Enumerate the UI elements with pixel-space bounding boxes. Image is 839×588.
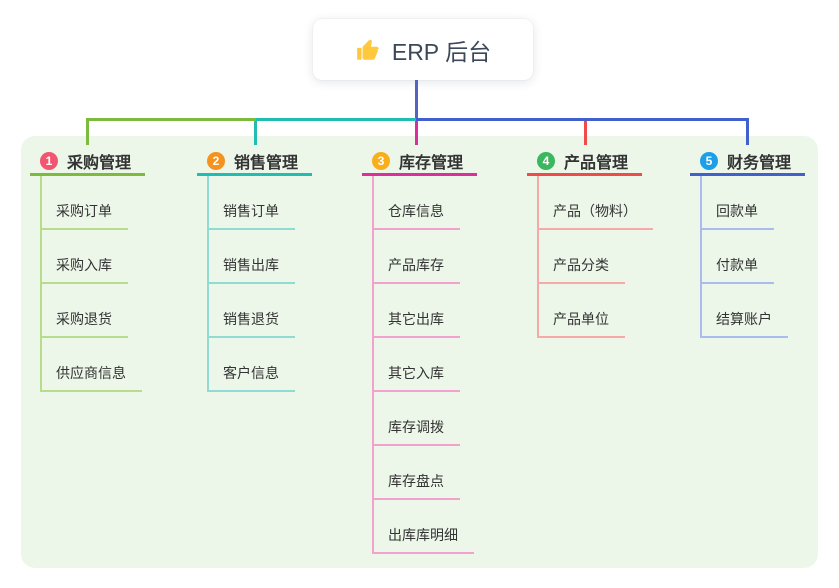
child-node[interactable]: 付款单 bbox=[702, 230, 774, 284]
child-node[interactable]: 库存盘点 bbox=[374, 446, 460, 500]
branch-finance-header[interactable]: 5 财务管理 bbox=[690, 148, 805, 176]
root-node[interactable]: ERP 后台 bbox=[313, 19, 533, 80]
child-node[interactable]: 销售订单 bbox=[209, 176, 295, 230]
branch-number-badge: 1 bbox=[40, 151, 58, 170]
child-node[interactable]: 采购退货 bbox=[42, 284, 128, 338]
connector-drop-finance bbox=[746, 118, 749, 145]
child-node[interactable]: 销售退货 bbox=[209, 284, 295, 338]
child-node[interactable]: 仓库信息 bbox=[374, 176, 460, 230]
branch-number-badge: 2 bbox=[207, 151, 225, 170]
connector-h-green bbox=[86, 118, 256, 121]
child-node[interactable]: 销售出库 bbox=[209, 230, 295, 284]
branch-number-badge: 3 bbox=[372, 151, 390, 170]
branch-title: 库存管理 bbox=[399, 154, 464, 172]
branch-inventory-header[interactable]: 3 库存管理 bbox=[362, 148, 477, 176]
child-node[interactable]: 出库库明细 bbox=[374, 500, 474, 554]
child-node[interactable]: 客户信息 bbox=[209, 338, 295, 392]
branch-product-header[interactable]: 4 产品管理 bbox=[527, 148, 642, 176]
branch-title: 财务管理 bbox=[727, 154, 792, 172]
connector-h-teal bbox=[256, 118, 416, 121]
connector-drop-sales bbox=[254, 121, 257, 145]
child-node[interactable]: 产品单位 bbox=[539, 284, 625, 338]
root-label: ERP 后台 bbox=[391, 38, 492, 65]
branches-panel bbox=[21, 136, 818, 568]
branch-sales: 2 销售管理 销售订单 销售出库 销售退货 客户信息 bbox=[197, 148, 312, 392]
branch-title: 采购管理 bbox=[67, 154, 132, 172]
branch-purchase-header[interactable]: 1 采购管理 bbox=[30, 148, 145, 176]
connector-drop-product bbox=[584, 121, 587, 145]
child-node[interactable]: 采购订单 bbox=[42, 176, 128, 230]
child-node[interactable]: 产品库存 bbox=[374, 230, 460, 284]
connector-drop-inventory bbox=[415, 121, 418, 145]
child-node[interactable]: 结算账户 bbox=[702, 284, 788, 338]
branch-purchase: 1 采购管理 采购订单 采购入库 采购退货 供应商信息 bbox=[30, 148, 145, 392]
child-node[interactable]: 供应商信息 bbox=[42, 338, 142, 392]
child-node[interactable]: 其它出库 bbox=[374, 284, 460, 338]
connector-h-blue bbox=[416, 118, 749, 121]
child-node[interactable]: 采购入库 bbox=[42, 230, 128, 284]
child-node[interactable]: 回款单 bbox=[702, 176, 774, 230]
child-node[interactable]: 产品（物料） bbox=[539, 176, 653, 230]
branch-sales-header[interactable]: 2 销售管理 bbox=[197, 148, 312, 176]
branch-inventory: 3 库存管理 仓库信息 产品库存 其它出库 其它入库 库存调拨 库存盘点 出库库… bbox=[362, 148, 477, 554]
connector-root-stem bbox=[415, 80, 418, 119]
branch-number-badge: 5 bbox=[700, 151, 718, 170]
branch-title: 销售管理 bbox=[234, 154, 299, 172]
branch-title: 产品管理 bbox=[564, 154, 629, 172]
branch-product: 4 产品管理 产品（物料） 产品分类 产品单位 bbox=[527, 148, 653, 338]
child-node[interactable]: 产品分类 bbox=[539, 230, 625, 284]
thumbs-up-icon bbox=[355, 37, 381, 63]
child-node[interactable]: 库存调拨 bbox=[374, 392, 460, 446]
connector-drop-purchase bbox=[86, 118, 89, 145]
branch-finance: 5 财务管理 回款单 付款单 结算账户 bbox=[690, 148, 805, 338]
branch-number-badge: 4 bbox=[537, 151, 555, 170]
child-node[interactable]: 其它入库 bbox=[374, 338, 460, 392]
